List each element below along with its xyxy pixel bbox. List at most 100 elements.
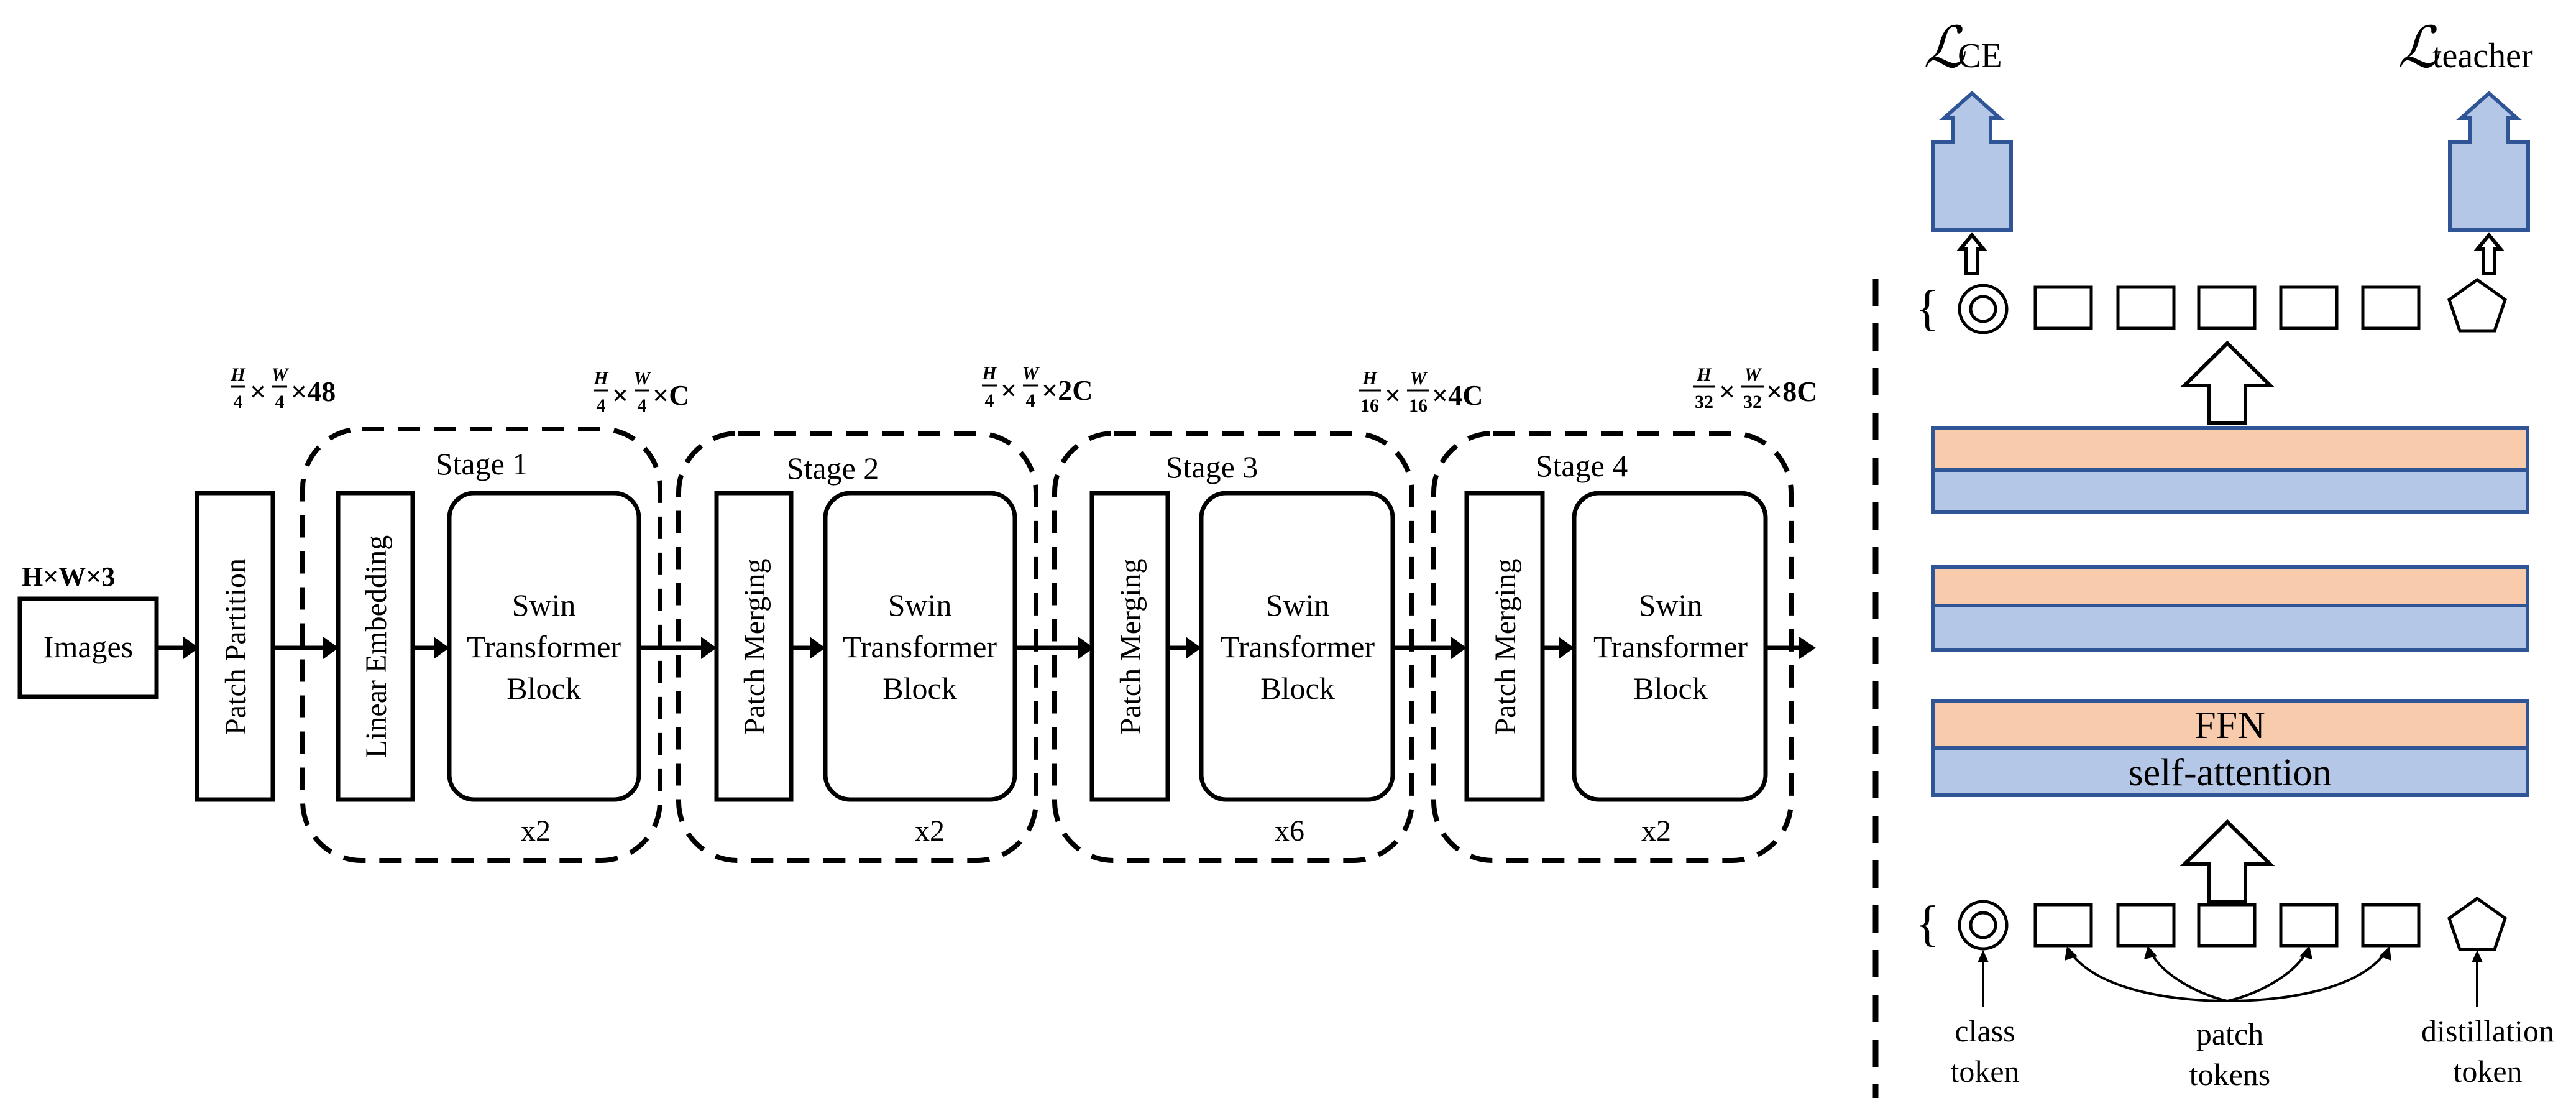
svg-text:ℒ: ℒ bbox=[1923, 16, 1966, 80]
images-box bbox=[17, 596, 159, 699]
stage-3-title: Stage 3 bbox=[1166, 450, 1258, 484]
top-patch-token bbox=[2116, 285, 2176, 330]
arrowhead bbox=[2065, 946, 2078, 961]
ce-head-arrow-icon bbox=[1931, 90, 2013, 232]
partition-dims: H 4 × W 4 ×48 bbox=[230, 364, 336, 412]
arrowhead bbox=[434, 637, 449, 659]
stage-1-container bbox=[300, 427, 662, 863]
stage-1-repeat: x2 bbox=[521, 814, 551, 847]
distill-token-up-arrow-icon bbox=[2473, 232, 2505, 275]
top-patch-token bbox=[2033, 285, 2093, 330]
layer-1-attention bbox=[1931, 746, 2529, 797]
stage-4-repeat: x2 bbox=[1641, 814, 1671, 847]
stage-1-block-line3: Block bbox=[506, 671, 580, 706]
arrowhead bbox=[1978, 950, 1989, 962]
svg-text:×: × bbox=[250, 376, 266, 407]
svg-text:4: 4 bbox=[1026, 390, 1035, 411]
arrowhead bbox=[2299, 946, 2312, 959]
arrowhead bbox=[1451, 637, 1467, 659]
layer-3-attention bbox=[1931, 468, 2529, 514]
arrowhead bbox=[701, 637, 717, 659]
svg-text:teacher: teacher bbox=[2432, 37, 2533, 75]
top-distillation-token-icon bbox=[2447, 277, 2507, 333]
arrowhead bbox=[1078, 637, 1094, 659]
svg-text:×C: ×C bbox=[653, 379, 689, 411]
up-arrow-to-tokens-icon bbox=[2180, 340, 2275, 425]
stage-2-block-line1: Swin bbox=[888, 588, 952, 622]
patch-pointer-curve bbox=[2149, 951, 2228, 1002]
svg-text:W: W bbox=[1410, 368, 1428, 389]
svg-text:×: × bbox=[612, 379, 628, 411]
layer-2-ffn bbox=[1931, 565, 2529, 607]
patch-pointer-curve bbox=[2227, 951, 2308, 1002]
bottom-class-token-inner bbox=[1969, 911, 1997, 939]
distillation-token-label-line2: token bbox=[2453, 1054, 2522, 1089]
stage-1-title: Stage 1 bbox=[436, 446, 528, 481]
stage-1-dims: H 4 × W 4 ×C bbox=[593, 368, 689, 416]
stage-4-block-line1: Swin bbox=[1639, 588, 1703, 622]
class-token-label-line1: class bbox=[1955, 1013, 2015, 1048]
svg-text:×4C: ×4C bbox=[1432, 379, 1483, 411]
loss-teacher-label: ℒ teacher bbox=[2398, 16, 2533, 80]
stage-4-dims: H 32 × W 32 ×8C bbox=[1693, 364, 1817, 412]
stage-3-patch-merging-box bbox=[1089, 491, 1170, 802]
bottom-patch-token bbox=[2033, 903, 2093, 948]
stage-2-block-line2: Transformer bbox=[843, 629, 997, 664]
svg-text:4: 4 bbox=[597, 395, 606, 416]
top-patch-token bbox=[2197, 285, 2257, 330]
stage-1-block-line1: Swin bbox=[512, 588, 576, 622]
teacher-head-arrow-icon bbox=[2448, 90, 2530, 232]
svg-text:W: W bbox=[272, 364, 290, 385]
svg-text:4: 4 bbox=[985, 390, 994, 411]
bottom-distillation-token-icon bbox=[2447, 896, 2507, 951]
stage-2-block-line3: Block bbox=[882, 671, 956, 706]
svg-text:×: × bbox=[1719, 376, 1735, 407]
svg-text:H: H bbox=[230, 364, 246, 385]
self-attention-label: self-attention bbox=[2128, 752, 2331, 794]
stage-4-block-line3: Block bbox=[1633, 671, 1707, 706]
stage-2-title: Stage 2 bbox=[787, 451, 879, 486]
svg-text:×2C: ×2C bbox=[1042, 374, 1093, 406]
stage-2-dims: H 4 × W 4 ×2C bbox=[981, 363, 1093, 411]
patch-tokens-label-line2: tokens bbox=[2189, 1057, 2271, 1092]
svg-text:×: × bbox=[1001, 374, 1017, 406]
stage-2-repeat: x2 bbox=[915, 814, 945, 847]
stage-4-title: Stage 4 bbox=[1536, 448, 1628, 483]
arrowhead bbox=[810, 637, 825, 659]
bottom-patch-token bbox=[2197, 903, 2257, 948]
stage-3-block-line1: Swin bbox=[1266, 588, 1330, 622]
svg-text:4: 4 bbox=[638, 395, 647, 416]
svg-text:4: 4 bbox=[275, 392, 285, 412]
top-brace: { bbox=[1915, 281, 1939, 336]
svg-text:4: 4 bbox=[234, 392, 243, 412]
images-label: Images bbox=[44, 629, 133, 664]
loss-ce-label: ℒ CE bbox=[1923, 16, 2002, 80]
svg-text:H: H bbox=[593, 368, 609, 389]
stage-3-block-line3: Block bbox=[1260, 671, 1334, 706]
input-dims: H×W×3 bbox=[22, 561, 115, 592]
ffn-label: FFN bbox=[2194, 704, 2265, 747]
stage-1-block-line2: Transformer bbox=[467, 629, 621, 664]
stage-3-repeat: x6 bbox=[1275, 814, 1304, 847]
stage-2-patch-merging-label: Patch Merging bbox=[738, 558, 771, 734]
class-token-up-arrow-icon bbox=[1956, 232, 1987, 275]
arrowhead bbox=[1799, 637, 1816, 659]
linear-embedding-box bbox=[336, 491, 415, 802]
svg-text:×48: ×48 bbox=[291, 376, 336, 407]
layer-2-attention bbox=[1931, 604, 2529, 652]
layer-1-ffn bbox=[1931, 699, 2529, 750]
svg-text:W: W bbox=[1022, 363, 1040, 384]
stage-2-patch-merging-box bbox=[714, 491, 794, 802]
bottom-patch-token bbox=[2279, 903, 2339, 948]
svg-text:H: H bbox=[981, 363, 997, 384]
svg-text:32: 32 bbox=[1695, 392, 1713, 412]
stage-3-dims: H 16 × W 16 ×4C bbox=[1359, 368, 1483, 416]
arrowhead bbox=[1186, 637, 1201, 659]
arrowhead bbox=[2144, 946, 2157, 959]
svg-text:16: 16 bbox=[1409, 395, 1428, 416]
patch-pointer-curve bbox=[2227, 950, 2388, 1002]
svg-text:×8C: ×8C bbox=[1766, 376, 1817, 407]
up-arrow-to-layers-icon bbox=[2180, 819, 2275, 903]
patch-partition-label: Patch Partition bbox=[219, 558, 252, 735]
bottom-brace: { bbox=[1915, 897, 1939, 951]
